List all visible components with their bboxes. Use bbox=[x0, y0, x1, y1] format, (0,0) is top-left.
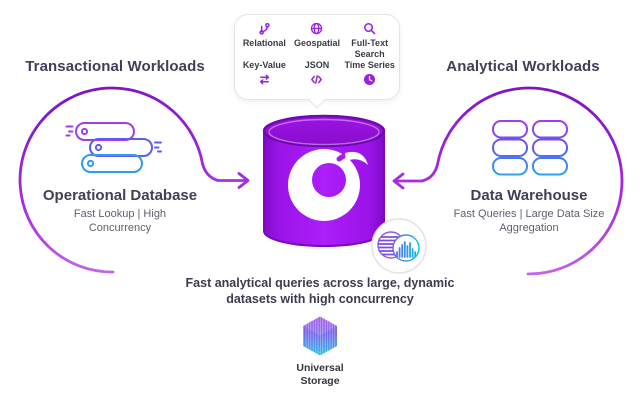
globe-icon bbox=[310, 22, 323, 35]
capability-label: JSON bbox=[304, 59, 330, 70]
clock-icon bbox=[363, 73, 376, 86]
database-cylinder bbox=[262, 114, 386, 247]
capability-keyvalue: Key-Value bbox=[239, 60, 290, 90]
universal-storage-icon bbox=[303, 316, 337, 356]
right-flow-arc bbox=[392, 86, 624, 276]
singlestore-logo bbox=[288, 149, 368, 221]
diagram-caption: Fast analytical queries across large, dy… bbox=[160, 276, 480, 307]
capability-label: Time Series bbox=[344, 59, 395, 70]
storage-label-line: Universal bbox=[296, 362, 344, 374]
caption-line: Fast analytical queries across large, dy… bbox=[185, 276, 455, 290]
swap-arrows-icon bbox=[258, 73, 271, 86]
capability-label: Full-Text Search bbox=[351, 38, 389, 59]
operational-database-subtitle: Fast Lookup | High Concurrency bbox=[20, 207, 220, 236]
code-icon bbox=[310, 73, 323, 86]
analytical-workloads-heading: Analytical Workloads bbox=[446, 58, 600, 75]
capability-fulltext: Full-Text Search bbox=[344, 22, 395, 60]
capability-relational: Relational bbox=[239, 22, 290, 60]
operational-db-icon bbox=[65, 122, 162, 173]
data-warehouse-title: Data Warehouse bbox=[470, 187, 588, 204]
subtitle-line: Aggregation bbox=[499, 222, 559, 235]
git-branch-icon bbox=[258, 22, 271, 35]
capability-geospatial: Geospatial bbox=[292, 22, 343, 60]
subtitle-line: Fast Queries | Large Data Size bbox=[453, 208, 605, 220]
storage-label-line: Storage bbox=[300, 375, 340, 388]
capability-label: Key-Value bbox=[242, 59, 286, 70]
capabilities-box: Relational Geospatial Full-Text Search bbox=[234, 14, 400, 109]
left-flow-arc bbox=[18, 86, 250, 274]
operational-database-title: Operational Database bbox=[42, 187, 198, 204]
universal-storage-label: Universal Storage bbox=[260, 362, 380, 388]
capability-timeseries: Time Series bbox=[344, 60, 395, 90]
caption-line: datasets with high concurrency bbox=[226, 291, 414, 306]
subtitle-line: Concurrency bbox=[88, 222, 152, 235]
capability-label: Relational bbox=[242, 38, 286, 48]
transactional-workloads-heading: Transactional Workloads bbox=[25, 58, 205, 75]
analytics-badge bbox=[371, 218, 427, 274]
bar-chart-circle-icon bbox=[392, 234, 420, 262]
search-icon bbox=[363, 22, 376, 35]
capability-json: JSON bbox=[292, 60, 343, 90]
subtitle-line: Fast Lookup | High bbox=[73, 208, 167, 220]
data-warehouse-icon bbox=[492, 120, 568, 176]
capability-label: Geospatial bbox=[293, 38, 340, 48]
data-warehouse-subtitle: Fast Queries | Large Data Size Aggregati… bbox=[429, 207, 629, 236]
